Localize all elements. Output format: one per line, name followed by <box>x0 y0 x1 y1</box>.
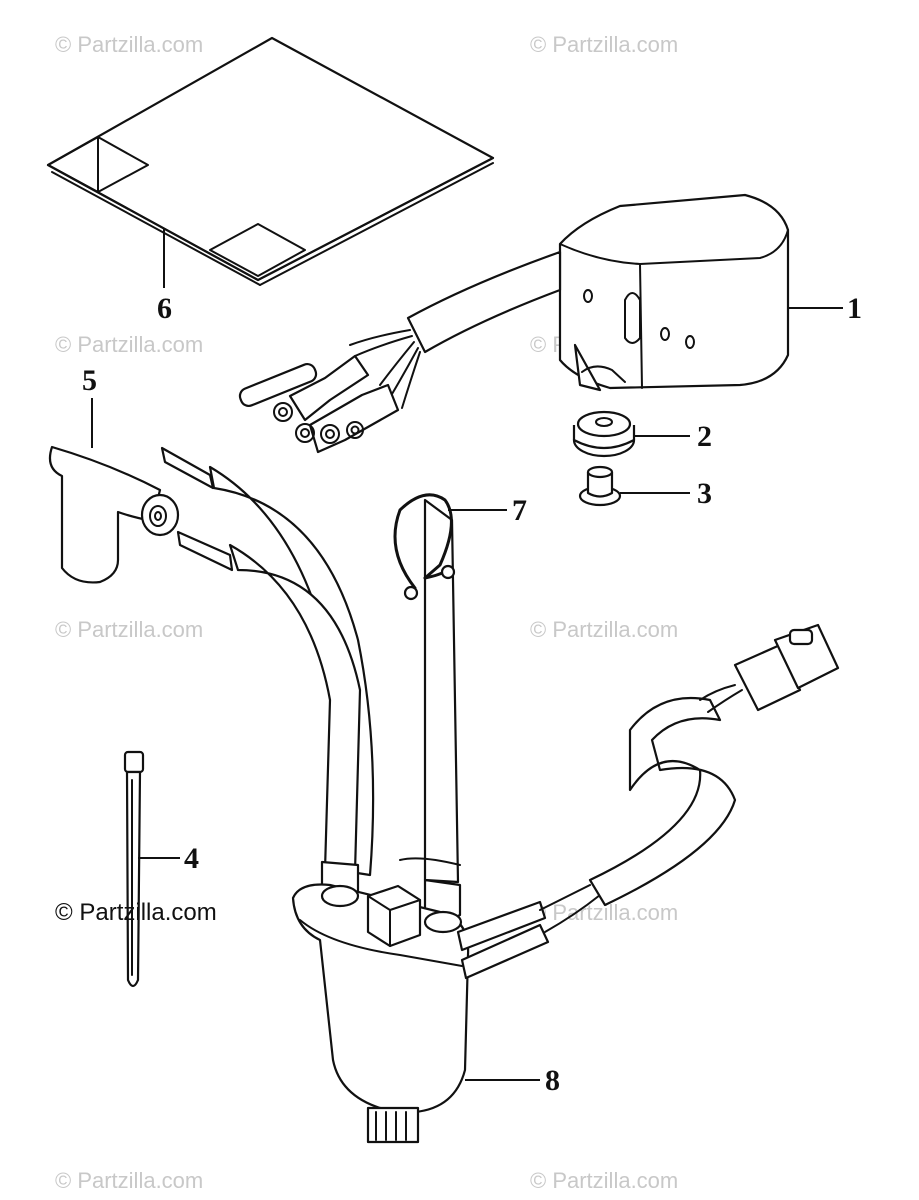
watermark: © Partzilla.com <box>55 32 203 57</box>
part-grommet[interactable] <box>572 410 636 458</box>
callout-2[interactable]: 2 <box>697 420 712 453</box>
watermark: © Partzilla.com <box>530 32 678 57</box>
leader-lines <box>91 228 843 1081</box>
callout-4[interactable]: 4 <box>184 842 199 875</box>
part-cable-tie[interactable] <box>123 750 145 988</box>
watermark: © Partzilla.com <box>55 617 203 642</box>
watermark: © Partzilla.com <box>55 1168 203 1193</box>
watermark: © Partzilla.com <box>530 617 678 642</box>
part-cdi-module[interactable] <box>238 193 790 454</box>
callout-6[interactable]: 6 <box>157 292 172 325</box>
watermark-main: © Partzilla.com <box>55 899 217 926</box>
callouts: 1 2 3 4 5 6 7 8 <box>82 292 862 1097</box>
watermark: © Partzilla.com <box>55 332 203 357</box>
part-ignition-coil[interactable] <box>160 446 840 1144</box>
part-bushing[interactable] <box>578 465 622 507</box>
callout-7[interactable]: 7 <box>512 494 527 527</box>
callout-5[interactable]: 5 <box>82 364 97 397</box>
watermark: © Partzilla.com <box>530 1168 678 1193</box>
callout-8[interactable]: 8 <box>545 1064 560 1097</box>
part-wire-clamp[interactable] <box>393 493 456 601</box>
callout-1[interactable]: 1 <box>847 292 862 325</box>
part-decal-sheet[interactable] <box>46 36 495 286</box>
part-spark-plug-cap[interactable] <box>48 445 180 584</box>
callout-3[interactable]: 3 <box>697 477 712 510</box>
